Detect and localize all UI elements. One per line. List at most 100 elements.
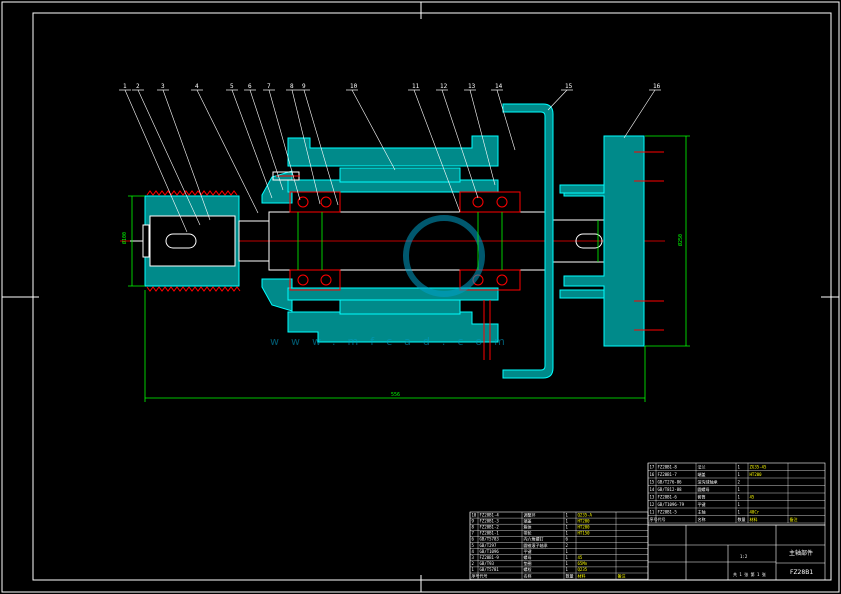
part-label: 10: [346, 83, 396, 171]
bom-cell-name: 圆螺母: [698, 486, 710, 492]
bom-cell-material: HT150: [578, 531, 591, 536]
bom-cell-code: GB/T93: [480, 561, 495, 566]
bom-cell-no: 7: [472, 531, 475, 536]
bom-cell-material: Q235-A: [578, 512, 593, 517]
bom-cell-name: 内六角螺钉: [524, 536, 544, 542]
bom-cell-code: FZ28B1-9: [480, 555, 500, 560]
bom-cell-name: 名称: [698, 516, 706, 522]
bom-cell-qty: 1: [738, 487, 741, 492]
bom-cell-material: HT200: [578, 518, 591, 523]
bom-cell-material: 材料: [750, 516, 758, 522]
bom-cell-name: 名称: [524, 572, 532, 578]
bom-cell-code: GB/T5783: [480, 537, 500, 542]
bom-cell-no: 11: [650, 510, 655, 515]
bom-cell-name: 平键: [524, 548, 532, 554]
bom-cell-qty: 2: [566, 543, 569, 548]
part-label-number: 10: [350, 83, 358, 90]
bom-cell-note: 备注: [618, 572, 626, 578]
bom-cell-qty: 6: [566, 537, 569, 542]
bom-cell-qty: 1: [738, 495, 741, 500]
part-label-number: 2: [136, 83, 140, 90]
bom-cell-qty: 1: [566, 518, 569, 523]
bom-cell-material: 45: [578, 555, 583, 560]
bom-cell-name: 端盖: [524, 517, 532, 523]
bom-cell-no: 序号: [472, 572, 480, 578]
bom-cell-name: 螺栓: [524, 566, 532, 572]
bom-cell-qty: 1: [566, 549, 569, 554]
bom-cell-no: 17: [650, 465, 655, 470]
bom-cell-code: FZ28B1-3: [480, 518, 500, 523]
part-label-number: 11: [412, 83, 420, 90]
pulley-grooves: [146, 190, 241, 292]
flange: [559, 135, 645, 347]
bom-cell-code: FZ28B1-7: [658, 472, 678, 477]
bom-header-row: 序号代号名称数量材料备注: [469, 572, 648, 580]
part-label-number: 1: [123, 83, 127, 90]
oil-pipe: [483, 300, 491, 360]
housing: [287, 135, 499, 343]
bom-cell-no: 2: [472, 561, 475, 566]
bom-cell-name: 深沟球轴承: [698, 479, 718, 485]
bom-row: 9 FZ28B1-3 端盖 1 HT200: [469, 517, 648, 525]
part-label-number: 8: [290, 83, 294, 90]
part-label: 6: [244, 83, 284, 191]
part-label: 16: [623, 83, 661, 139]
bom-cell-name: 圆锥滚子轴承: [524, 542, 548, 548]
part-label-number: 13: [468, 83, 476, 90]
bom-cell-material: ZG35-45: [750, 465, 767, 470]
assembly-view: [130, 103, 664, 379]
part-label: 8: [286, 83, 321, 205]
part-label: 4: [191, 83, 259, 214]
bom-cell-no: 14: [650, 487, 655, 492]
bom-cell-no: 8: [472, 525, 475, 530]
bom-header-row: 序号代号名称数量材料备注: [647, 515, 825, 524]
bom-cell-no: 序号: [650, 516, 658, 522]
part-label: 12: [436, 83, 479, 199]
part-label-number: 3: [161, 83, 165, 90]
bom-cell-material: 65Mn: [578, 561, 588, 566]
part-label: 3: [157, 83, 211, 221]
bom-cell-qty: 1: [566, 561, 569, 566]
pulley: [130, 195, 240, 287]
right-height-dim: Ø250: [677, 234, 684, 246]
bom-cell-code: GB/T5781: [480, 567, 500, 572]
bom-cell-material: HT200: [578, 525, 591, 530]
bom-cell-qty: 数量: [566, 572, 574, 578]
bom-cell-code: GB/T297: [480, 543, 497, 548]
part-label-number: 15: [565, 83, 573, 90]
bom-cell-qty: 1: [566, 531, 569, 536]
part-label-number: 12: [440, 83, 448, 90]
flange-bolts: [634, 151, 664, 331]
bom-cell-no: 15: [650, 480, 655, 485]
cover-bracket: [502, 103, 554, 379]
part-label: 7: [263, 83, 301, 201]
bom-cell-code: GB/T1096-79: [658, 502, 685, 507]
bom-cell-name: 带轮: [524, 530, 532, 536]
bom-cell-qty: 1: [738, 472, 741, 477]
part-label-number: 16: [653, 83, 661, 90]
title-block: [647, 524, 826, 581]
bom-cell-code: GB/T812-88: [658, 487, 683, 492]
part-label: 5: [226, 83, 273, 199]
bom-cell-material: HT200: [750, 472, 763, 477]
bom-cell-code: FZ28B1-8: [658, 465, 678, 470]
bom-cell-no: 9: [472, 518, 475, 523]
part-label-number: 9: [302, 83, 306, 90]
bom-cell-code: 代号: [658, 516, 666, 522]
left-height-dim: Ø100: [121, 232, 128, 244]
